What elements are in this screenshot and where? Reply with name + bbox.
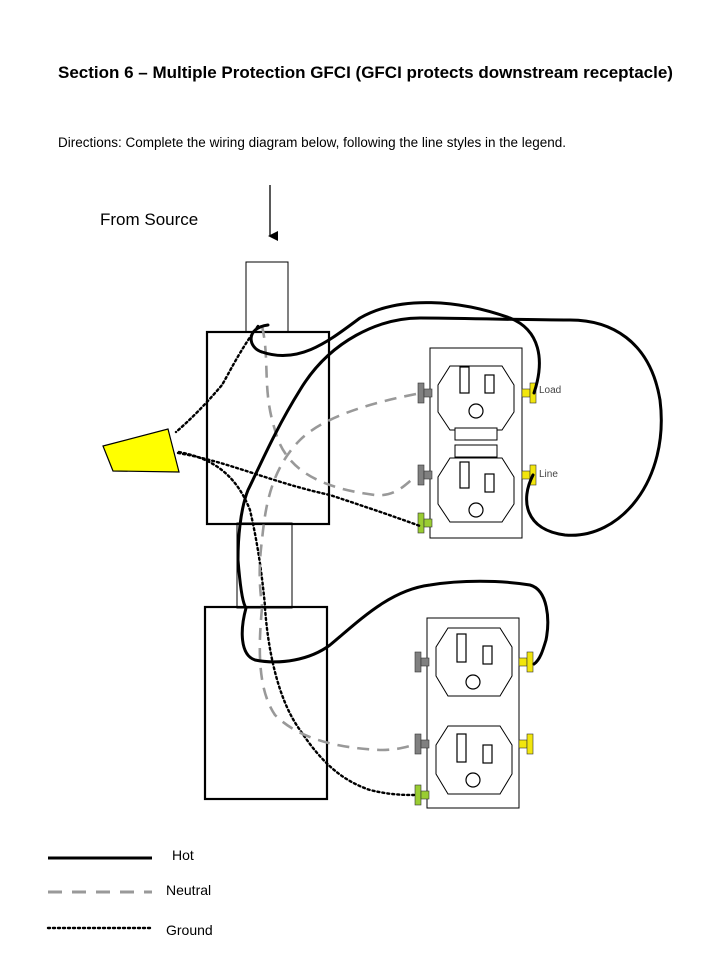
duplex-lower-neutral-screw <box>414 733 430 755</box>
ground-wire-source-to-nut <box>174 324 260 434</box>
legend-neutral-label: Neutral <box>166 882 212 898</box>
gfci-ground-screw <box>417 512 433 534</box>
ground-wire-nut-to-gfci <box>176 451 422 528</box>
legend-hot-label: Hot <box>172 847 194 863</box>
line-terminal-label: Line <box>539 469 558 480</box>
directions-text: Directions: Complete the wiring diagram … <box>58 135 567 150</box>
neutral-wire-source-to-gfci-line <box>260 325 417 497</box>
duplex-lower-hot-screw <box>518 733 534 755</box>
from-source-label: From Source <box>100 210 199 229</box>
wire-nut <box>102 428 180 473</box>
hot-wire-source-to-gfci-line <box>249 301 541 395</box>
upper-junction-box <box>205 330 331 526</box>
duplex-upper-hot-screw <box>518 651 534 673</box>
gfci-receptacle <box>429 347 523 539</box>
hot-wire-gfci-load-to-lower-box <box>236 316 663 608</box>
neutral-wire-to-duplex <box>258 607 415 752</box>
legend-ground-label: Ground <box>166 922 213 938</box>
load-terminal-label: Load <box>539 385 562 396</box>
source-conduit <box>245 261 289 333</box>
duplex-upper-neutral-screw <box>414 651 430 673</box>
neutral-wire-gfci-load-to-lower-box <box>258 392 417 607</box>
ground-wire-nut-to-lower-box <box>177 450 267 608</box>
hot-wire-to-duplex <box>240 579 550 666</box>
lower-junction-box <box>203 605 329 801</box>
duplex-receptacle <box>426 617 520 809</box>
gfci-line-neutral-screw <box>417 464 433 486</box>
gfci-load-neutral-screw <box>417 382 433 404</box>
page-title: Section 6 – Multiple Protection GFCI (GF… <box>58 63 673 82</box>
